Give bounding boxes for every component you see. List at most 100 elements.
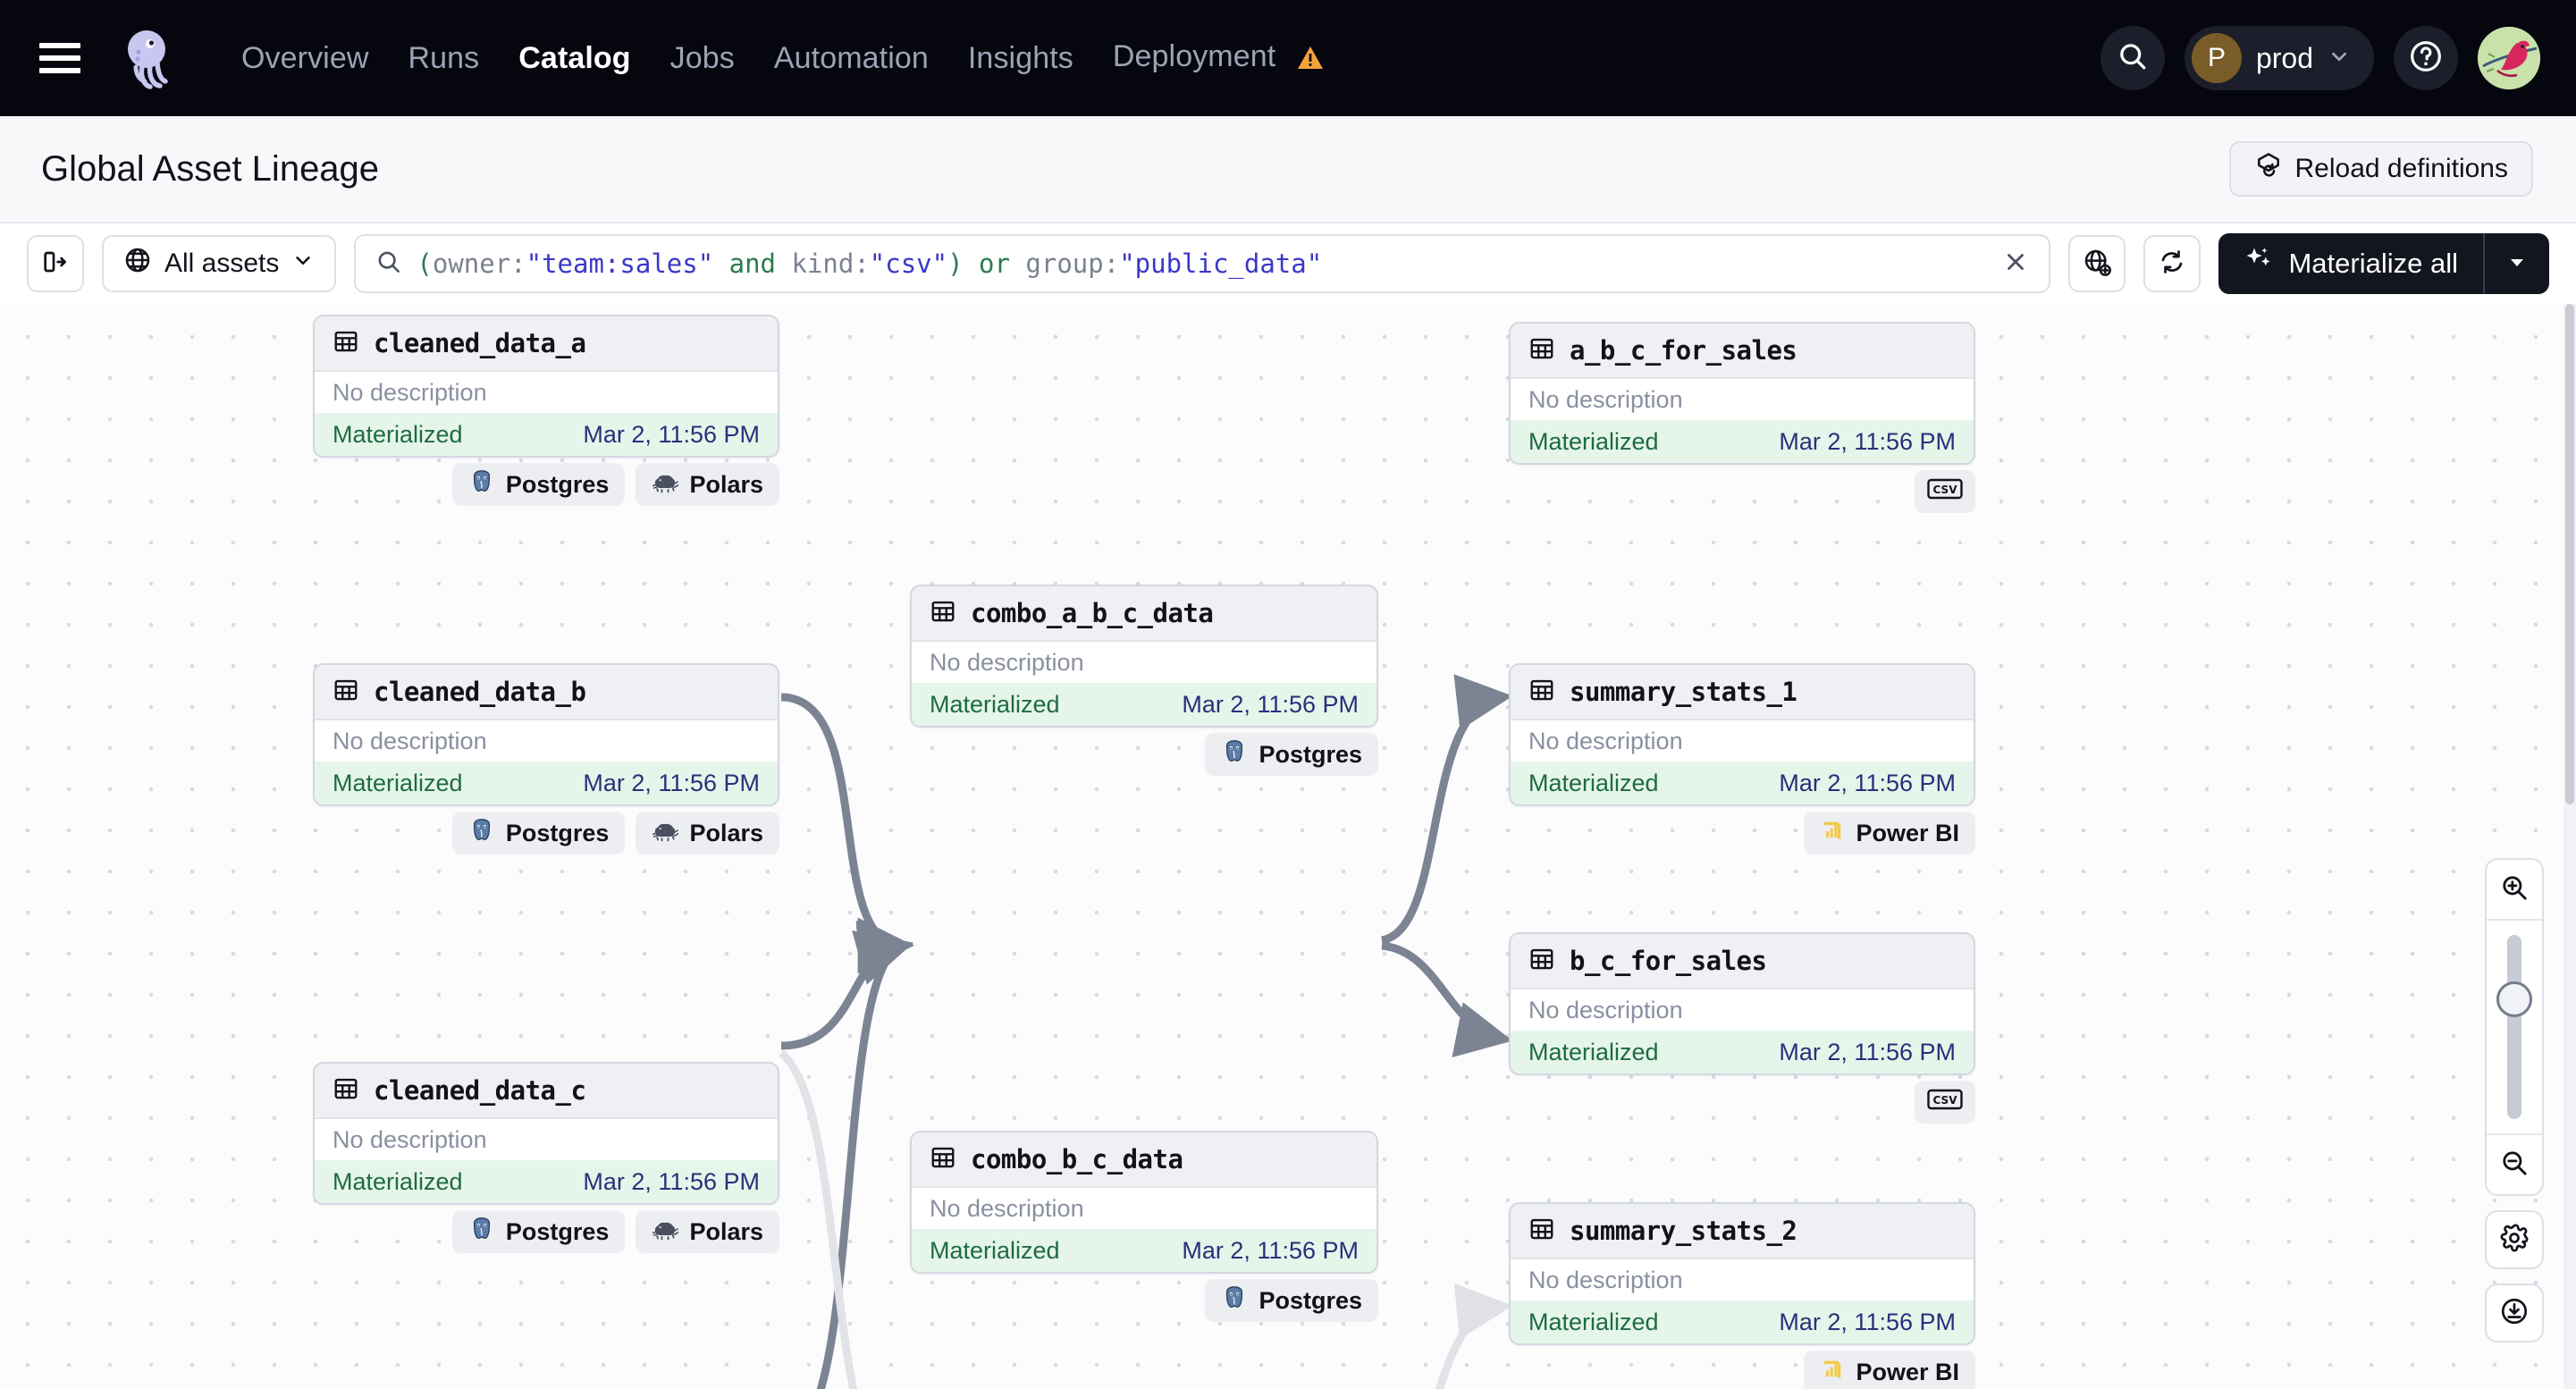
asset-tag-csv[interactable]: CSV [1915,470,1975,513]
zoom-controls [2485,858,2544,1343]
query-token-val: "public_data" [1119,248,1323,279]
asset-node-name: a_b_c_for_sales [1570,335,1797,366]
asset-node-description: No description [1511,379,1974,420]
hamburger-menu-icon[interactable] [39,43,80,73]
sidebar-toggle-button[interactable] [27,235,84,292]
asset-tag-polars[interactable]: Polars [636,812,779,854]
panel-expand-icon [41,248,70,281]
deployment-initial: P [2191,33,2242,83]
reload-definitions-button[interactable]: Reload definitions [2228,141,2533,197]
clear-search-icon[interactable] [2002,248,2029,280]
zoom-out-icon [2499,1148,2530,1183]
asset-tag-postgres[interactable]: Postgres [451,812,626,854]
globe-add-icon [2083,248,2112,281]
asset-tag-postgres[interactable]: Postgres [1205,733,1378,776]
query-token-val: "csv" [869,248,948,279]
csv-icon: CSV [1927,476,1963,508]
asset-node-tags: Postgres Polars [313,812,779,854]
warning-triangle-icon [1297,43,1324,78]
asset-scope-filter[interactable]: All assets [102,235,337,292]
download-graph-button[interactable] [2485,1284,2544,1343]
asset-node-tags: Postgres [910,733,1378,776]
materialize-all-button[interactable]: Materialize all [2218,233,2549,294]
asset-tag-power-bi[interactable]: Power BI [1804,1351,1975,1389]
svg-text:CSV: CSV [1933,1094,1958,1107]
page-header: Global Asset Lineage Reload definitions [0,116,2576,223]
asset-tag-postgres[interactable]: Postgres [1205,1279,1378,1322]
asset-node-tags: Power BI [1509,812,1975,854]
asset-node-header: summary_stats_1 [1511,665,1974,720]
chevron-down-icon [2328,45,2351,72]
asset-tag-postgres[interactable]: Postgres [451,1210,626,1253]
asset-tag-csv[interactable]: CSV [1915,1081,1975,1124]
nav-link-jobs[interactable]: Jobs [669,40,735,75]
nav-link-deployment[interactable]: Deployment [1093,39,1343,78]
status-badge: Materialized [333,420,463,448]
lineage-edges [778,674,1513,1389]
asset-tag-postgres[interactable]: Postgres [451,463,626,506]
materialize-divider [2483,233,2485,294]
graph-settings-button[interactable] [2485,1210,2544,1269]
reload-definitions-icon [2254,151,2283,187]
asset-tag-label: Polars [689,470,763,498]
nav-link-catalog[interactable]: Catalog [518,40,631,75]
status-badge: Materialized [1528,1308,1659,1335]
nav-link-overview[interactable]: Overview [241,40,369,75]
asset-node-name: cleaned_data_c [374,1075,586,1106]
query-token-op: ) [947,248,964,279]
zoom-in-button[interactable] [2487,860,2542,919]
main-nav-links: Overview Runs Catalog Jobs Automation In… [222,39,1343,78]
download-icon [2499,1296,2530,1331]
asset-tag-polars[interactable]: Polars [636,1210,779,1253]
help-button[interactable] [2394,26,2458,90]
nav-link-insights[interactable]: Insights [967,40,1073,75]
materialize-options-button[interactable] [2485,251,2549,277]
postgres-icon [1221,738,1248,771]
user-avatar[interactable] [2478,27,2540,89]
deployment-switcher[interactable]: P prod [2184,26,2374,90]
globe-add-button[interactable] [2068,235,2126,292]
table-icon [1528,677,1555,708]
asset-search-input[interactable]: (owner:"team:sales" and kind:"csv") or g… [417,248,1988,279]
asset-scope-filter-label: All assets [164,248,280,278]
lineage-toolbar: All assets (owner:"team:sales" and kind:… [0,223,2576,304]
zoom-out-button[interactable] [2487,1135,2542,1194]
canvas-scrollbar-thumb[interactable] [2565,304,2574,804]
dagster-logo[interactable] [116,24,184,92]
nav-link-runs[interactable]: Runs [408,40,480,75]
asset-tag-label: Postgres [505,1217,610,1245]
table-icon [1528,335,1555,366]
asset-search-box[interactable]: (owner:"team:sales" and kind:"csv") or g… [354,234,2051,293]
asset-node-description: No description [1511,989,1974,1031]
polars-icon [652,470,680,500]
asset-tag-polars[interactable]: Polars [636,463,779,506]
svg-text:CSV: CSV [1933,484,1958,496]
nav-link-deployment-label: Deployment [1112,38,1276,73]
zoom-slider-thumb[interactable] [2496,981,2532,1017]
asset-tag-label: Polars [689,819,763,846]
asset-tag-power-bi[interactable]: Power BI [1804,812,1975,854]
zoom-slider[interactable] [2487,921,2542,1133]
refresh-button[interactable] [2143,235,2201,292]
canvas-vertical-scrollbar[interactable] [2563,304,2576,1389]
nav-link-automation[interactable]: Automation [773,40,929,75]
deployment-name: prod [2255,41,2313,74]
asset-node-tags: Postgres [910,1279,1378,1322]
powerbi-icon [1820,1357,1845,1388]
global-search-button[interactable] [2100,26,2165,90]
asset-node-header: cleaned_data_c [315,1064,778,1119]
materialize-all-main[interactable]: Materialize all [2218,245,2483,282]
